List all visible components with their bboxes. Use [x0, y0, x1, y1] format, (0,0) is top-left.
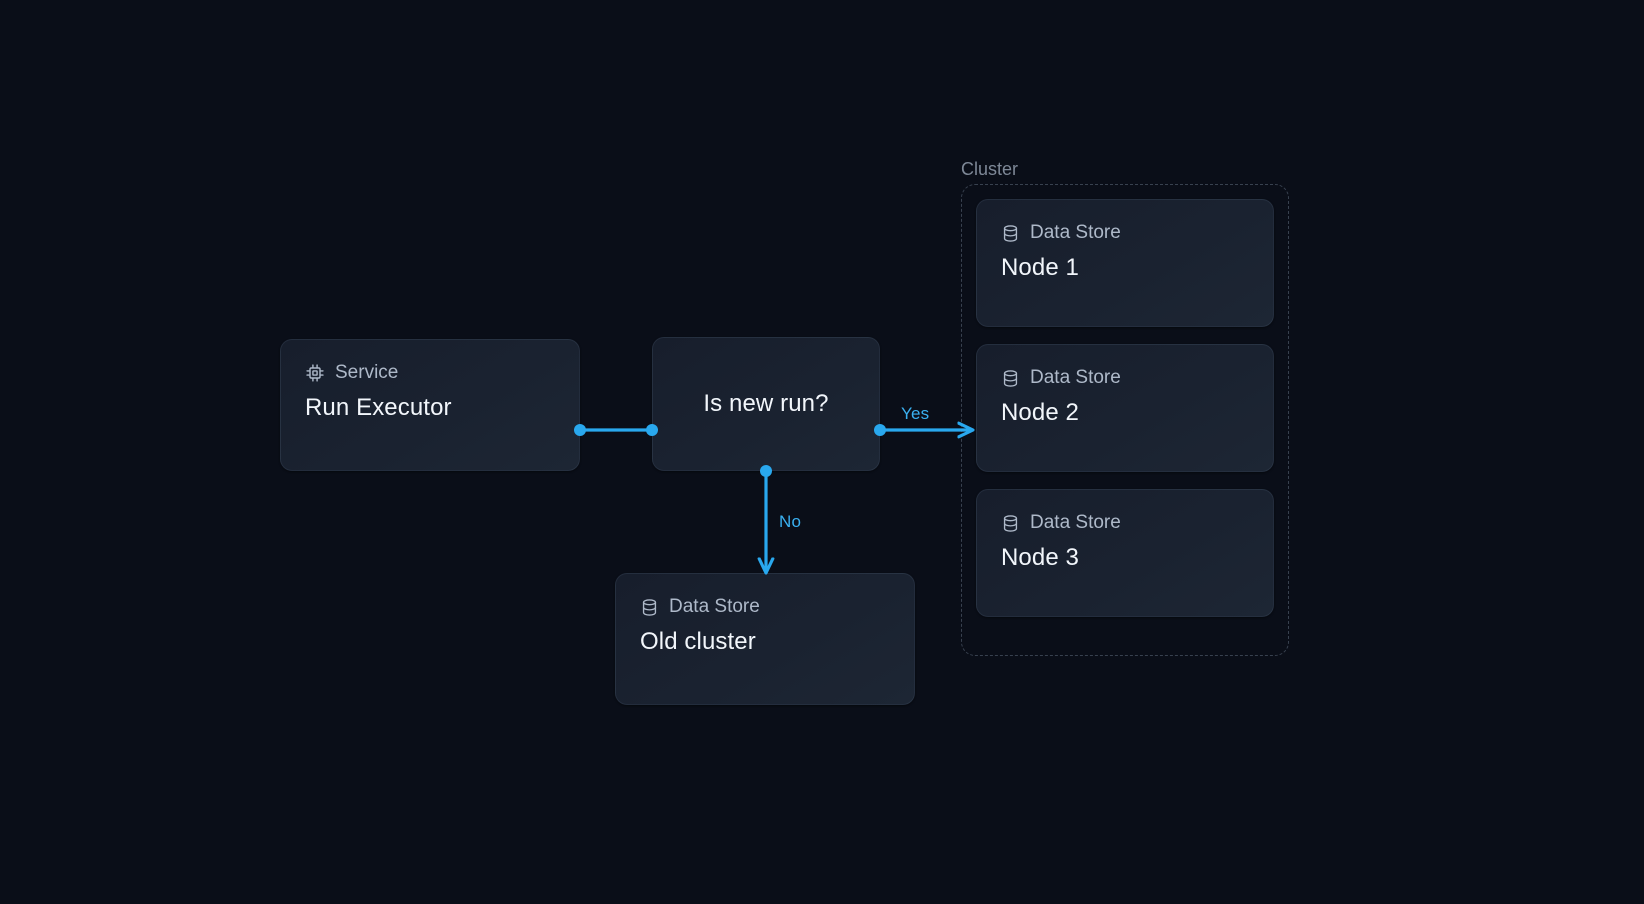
node-kind-label: Service [335, 362, 399, 383]
database-icon [1001, 369, 1020, 388]
node-kind-row: Data Store [640, 596, 890, 618]
node-old-cluster[interactable]: Data Store Old cluster [615, 573, 915, 705]
node-kind-label: Data Store [1030, 367, 1121, 388]
node-title: Node 3 [1001, 544, 1079, 571]
database-icon [1001, 224, 1020, 243]
edge-label-yes: Yes [901, 404, 930, 423]
node-data-store-node-1[interactable]: Data Store Node 1 [976, 199, 1274, 327]
cluster-group-label: Cluster [961, 159, 1019, 179]
node-kind-label: Data Store [1030, 222, 1121, 243]
node-title: Is new run? [703, 390, 829, 417]
node-is-new-run[interactable]: Is new run? [652, 337, 880, 471]
node-run-executor[interactable]: Service Run Executor [280, 339, 580, 471]
edge-label-no: No [779, 512, 802, 531]
node-kind-row: Data Store [1001, 367, 1249, 389]
cpu-chip-icon [305, 363, 325, 383]
node-title: Run Executor [305, 394, 452, 421]
node-kind-label: Data Store [1030, 512, 1121, 533]
node-kind-label: Data Store [669, 596, 760, 617]
database-icon [640, 598, 659, 617]
node-kind-row: Service [305, 362, 555, 384]
database-icon [1001, 514, 1020, 533]
node-data-store-node-2[interactable]: Data Store Node 2 [976, 344, 1274, 472]
cluster-group-boundary[interactable] [961, 184, 1289, 656]
node-title: Node 1 [1001, 254, 1079, 281]
node-kind-row: Data Store [1001, 222, 1249, 244]
node-title: Old cluster [640, 628, 756, 655]
node-data-store-node-3[interactable]: Data Store Node 3 [976, 489, 1274, 617]
node-title: Node 2 [1001, 399, 1079, 426]
node-kind-row: Data Store [1001, 512, 1249, 534]
